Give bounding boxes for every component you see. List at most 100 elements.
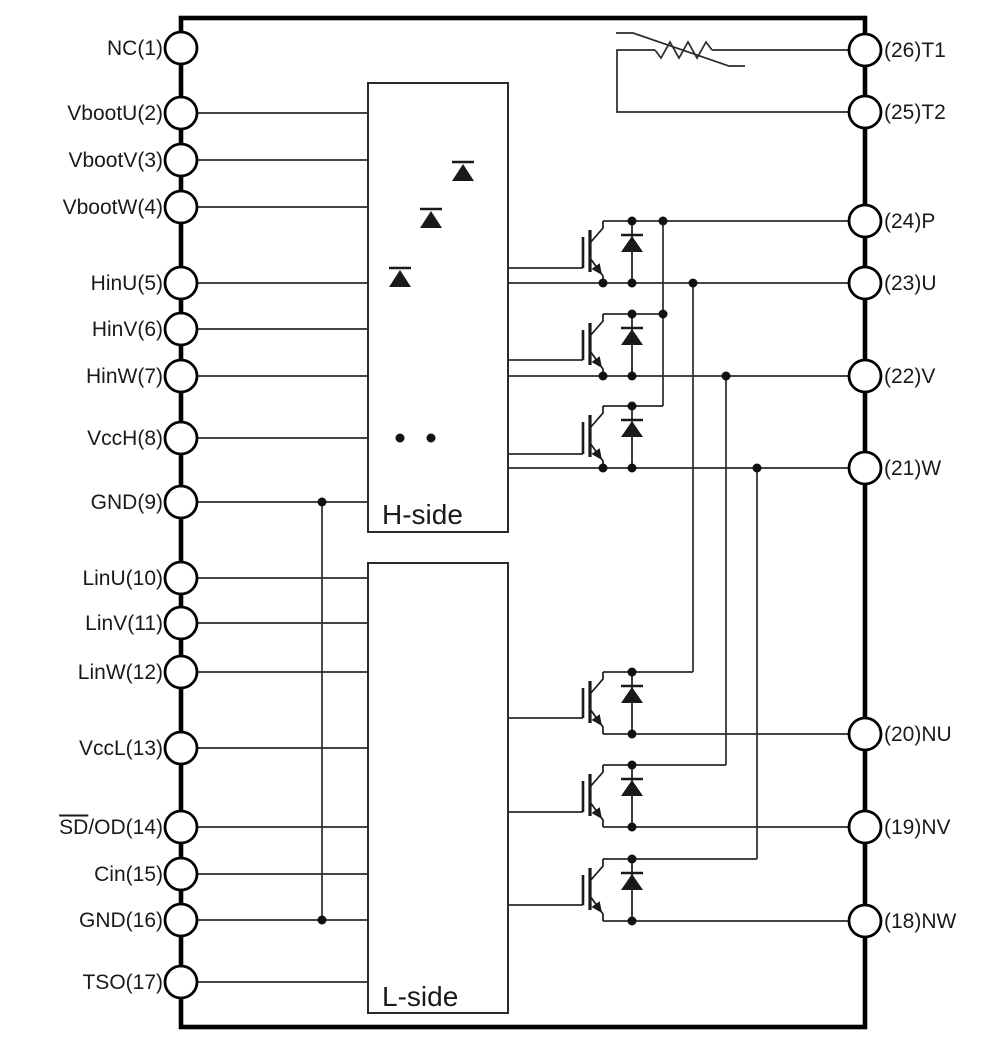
pin-left-cin15: Cin(15) xyxy=(94,856,199,892)
input-signal-wires xyxy=(197,282,368,983)
pin-circle xyxy=(163,311,199,347)
igbt-collector xyxy=(589,859,604,882)
pin-label: (22)V xyxy=(884,365,935,388)
junction-dot xyxy=(598,463,608,473)
pin-left-tso17: TSO(17) xyxy=(82,964,199,1000)
bootstrap-diode-W xyxy=(389,266,411,287)
pin-circle xyxy=(847,450,883,486)
pin-right-21w: (21)W xyxy=(847,450,941,486)
diode-triangle xyxy=(389,270,411,287)
junction-dot xyxy=(627,854,637,864)
pin-circle xyxy=(163,265,199,301)
junction-dot xyxy=(688,278,698,288)
pin-left-hinw7: HinW(7) xyxy=(86,358,199,394)
gate-drive-wires xyxy=(508,267,583,906)
igbt-V xyxy=(581,314,604,376)
thermistor xyxy=(616,32,849,113)
pin-label: TSO(17) xyxy=(82,971,163,994)
diode-triangle xyxy=(621,874,643,890)
pin-label: VbootV(3) xyxy=(68,149,163,172)
junction-dot xyxy=(658,216,668,226)
pin-right-23u: (23)U xyxy=(847,265,937,301)
pin-label: (23)U xyxy=(884,272,937,295)
pin-circle xyxy=(163,420,199,456)
pin-circle xyxy=(163,560,199,596)
pin-circle xyxy=(163,902,199,938)
igbt-collector xyxy=(589,314,604,337)
igbt-NW xyxy=(581,859,604,921)
pin-label: LinW(12) xyxy=(78,661,163,684)
pin-left-vbootw4: VbootW(4) xyxy=(63,189,199,225)
pin-circle xyxy=(163,809,199,845)
thermistor-strike xyxy=(616,32,745,67)
junction-dot xyxy=(627,401,637,411)
pin-right-24p: (24)P xyxy=(847,203,935,239)
pin-label: (21)W xyxy=(884,457,941,480)
l-side-box xyxy=(367,562,509,1014)
junction-dot xyxy=(598,278,608,288)
pin-circle xyxy=(163,189,199,225)
l-side-label: L-side xyxy=(382,981,458,1012)
pin-label: HinU(5) xyxy=(91,272,163,295)
igbt-collector xyxy=(589,406,604,429)
pin-circle xyxy=(163,654,199,690)
igbt-emitter xyxy=(589,895,604,921)
pin-label: GND(9) xyxy=(91,491,163,514)
pin-label: HinV(6) xyxy=(92,318,163,341)
diode-triangle xyxy=(621,329,643,345)
pin-circle xyxy=(163,142,199,178)
diode-triangle xyxy=(420,211,442,228)
pin-left-vcch8: VccH(8) xyxy=(87,420,199,456)
igbt-emitter-arrow xyxy=(591,901,602,913)
diode-triangle xyxy=(621,421,643,437)
pin-circle xyxy=(847,203,883,239)
junction-dot xyxy=(721,371,731,381)
bootstrap-diode-V xyxy=(420,207,442,228)
pin-left-gnd16: GND(16) xyxy=(79,902,199,938)
pin-label: NC(1) xyxy=(107,37,163,60)
pin-circle xyxy=(847,903,883,939)
pin-label: LinV(11) xyxy=(85,612,163,635)
diode-triangle xyxy=(621,687,643,703)
pin-circle xyxy=(163,30,199,66)
junction-dot xyxy=(317,497,327,507)
pin-left-linw12: LinW(12) xyxy=(78,654,199,690)
pin-right-18nw: (18)NW xyxy=(847,903,957,939)
pin-circle xyxy=(163,605,199,641)
junction-dot xyxy=(627,463,637,473)
thermistor-wire xyxy=(616,49,849,113)
pin-left-linu10: LinU(10) xyxy=(82,560,199,596)
igbt-NU xyxy=(581,672,604,734)
freewheel-diode-V xyxy=(621,314,643,376)
pin-label: (20)NU xyxy=(884,723,952,746)
pin-left-vbootu2: VbootU(2) xyxy=(67,95,199,131)
pin-left-linv11: LinV(11) xyxy=(85,605,199,641)
pin-label: VccH(8) xyxy=(87,427,163,450)
junction-dot xyxy=(627,216,637,226)
pin-label: VbootU(2) xyxy=(67,102,163,125)
pin-label: VbootW(4) xyxy=(63,196,163,219)
freewheel-diode-NV xyxy=(621,765,643,827)
pin-left-hinu5: HinU(5) xyxy=(91,265,199,301)
h-side-box xyxy=(367,82,509,533)
igbt-U xyxy=(581,221,604,283)
freewheel-diode-U xyxy=(621,221,643,283)
pin-right-20nu: (20)NU xyxy=(847,716,952,752)
pin-label: (25)T2 xyxy=(884,101,946,124)
junction-dot xyxy=(627,729,637,739)
pin-circle xyxy=(847,265,883,301)
pin-label: HinW(7) xyxy=(86,365,163,388)
pin-circle xyxy=(163,856,199,892)
igbt-emitter-arrow xyxy=(591,448,602,460)
junction-dot xyxy=(627,916,637,926)
freewheel-diode-NW xyxy=(621,859,643,921)
igbt-collector xyxy=(589,672,604,695)
pin-label: (18)NW xyxy=(884,910,957,933)
pin-label: Cin(15) xyxy=(94,863,163,886)
junction-dot xyxy=(598,371,608,381)
pin-circle xyxy=(163,358,199,394)
pin-circle xyxy=(847,716,883,752)
pin-circle xyxy=(847,358,883,394)
